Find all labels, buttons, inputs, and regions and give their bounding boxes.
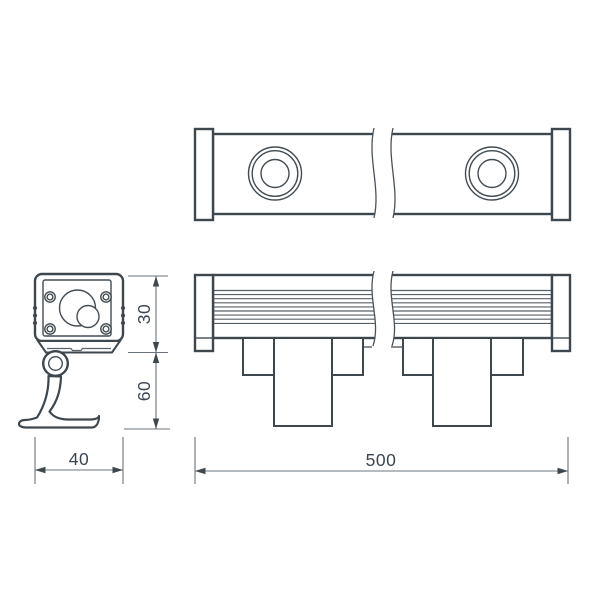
side-fin-notches	[32, 305, 126, 326]
bracket-arm-foot	[17, 374, 101, 429]
profile-faceplate	[42, 279, 112, 337]
screw	[44, 291, 56, 303]
mounting-bracket-right	[402, 337, 524, 427]
arrowhead-right-icon	[557, 467, 568, 475]
mounting-bracket-left	[242, 337, 364, 427]
profile-base	[36, 340, 122, 354]
arrowhead-left-icon	[195, 467, 206, 475]
break-line-left	[371, 127, 377, 219]
base-slot	[47, 347, 111, 352]
break-line-right	[390, 127, 396, 219]
screw	[100, 291, 112, 303]
side-profile-view	[17, 272, 126, 429]
dimension-label-body-height: 30	[134, 304, 154, 324]
break-line-right	[390, 270, 396, 347]
dimension-width: 40	[34, 437, 124, 484]
lens-outer-ring	[464, 146, 520, 201]
dimension-bracket-height: 60	[124, 352, 170, 430]
dimension-body-height: 30	[128, 275, 168, 354]
break-line-left	[371, 270, 377, 347]
arrowhead-left-icon	[35, 466, 46, 474]
lens-right	[464, 146, 520, 201]
lens-inner-ring	[260, 158, 290, 189]
profile-lens	[58, 289, 100, 329]
lens-inner	[76, 304, 100, 329]
lens-left	[247, 146, 303, 201]
arrowhead-up-icon	[152, 276, 160, 287]
arrowhead-down-icon	[152, 342, 160, 353]
screw	[44, 323, 56, 335]
front-view-left-endcap	[193, 127, 215, 222]
break-gap	[371, 128, 396, 218]
front-view-right-endcap	[550, 127, 572, 222]
break-gap	[371, 271, 395, 346]
screw	[100, 323, 112, 335]
dimension-label-width: 40	[69, 449, 89, 469]
corner-screws	[44, 291, 112, 335]
front-view	[193, 127, 572, 222]
dimension-label-length: 500	[366, 450, 397, 470]
elevation-left-endcap	[193, 273, 215, 353]
side-elevation-view	[193, 270, 572, 427]
bracket-block	[432, 337, 492, 427]
elevation-right-endcap	[550, 273, 572, 353]
arrowhead-right-icon	[112, 466, 123, 474]
lens-middle-ring	[468, 149, 516, 197]
bracket-block	[273, 337, 333, 427]
arrowhead-up-icon	[152, 352, 160, 363]
arrowhead-down-icon	[152, 418, 160, 429]
lens-outer-ring	[247, 146, 303, 201]
lens-middle-ring	[251, 149, 299, 197]
lens-inner-ring	[477, 158, 507, 189]
dimension-length: 500	[194, 437, 569, 484]
dimension-label-bracket-height: 60	[134, 381, 154, 401]
pivot-knob	[42, 350, 70, 378]
